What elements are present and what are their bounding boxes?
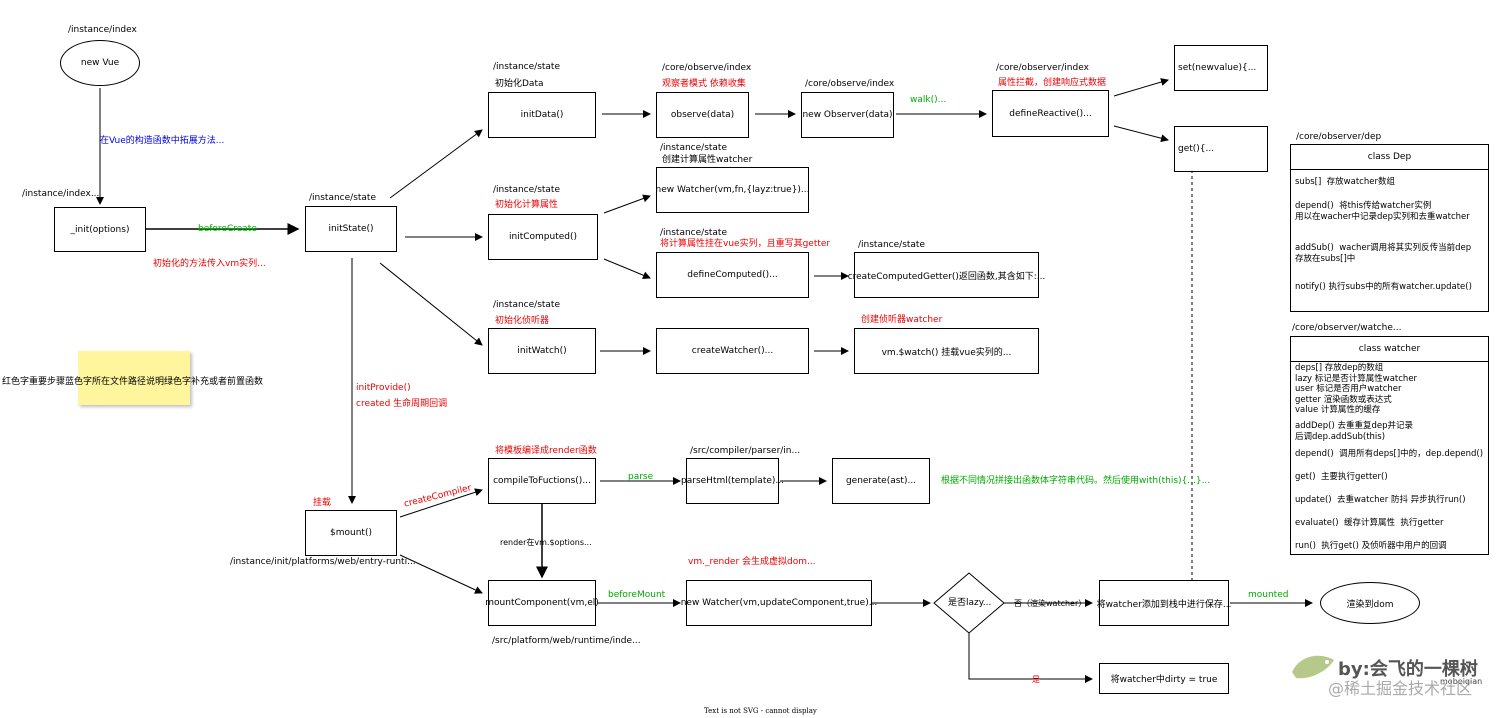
path-state-data: /instance/state <box>493 62 560 72</box>
path-observer: /core/observe/index <box>805 79 895 89</box>
watermark-main: by:会飞的一棵树 <box>1338 659 1478 680</box>
path-runtime: /src/platform/web/runtime/inde... <box>492 636 641 646</box>
arrow-computed-define <box>603 258 651 280</box>
panel-watcher-title: class watcher <box>1291 337 1488 362</box>
node-init-watch[interactable]: initWatch() <box>488 328 596 374</box>
node-vm-watch[interactable]: vm.$watch() 挂载vue实列的... <box>854 328 1039 374</box>
path-state-watch: /instance/state <box>493 300 560 310</box>
path-observer-2: /core/observer/index <box>996 63 1089 73</box>
watcher-row: update() 去重watcher 防抖 异步执行run() <box>1295 495 1466 505</box>
arrow-computed-watcher <box>603 194 651 214</box>
label-vm-render: vm._render 会生成虚拟dom... <box>688 557 816 567</box>
path-instance-index: /instance/index <box>68 25 137 35</box>
decision-diamond <box>933 572 1005 634</box>
node-compile-to-functions[interactable]: compileToFuctions()... <box>488 458 596 504</box>
svg-warning: Text is not SVG - cannot display <box>704 707 817 715</box>
dep-row: addSub() wacher调用将其实列反传当前dep 存放在subs[]中 <box>1295 243 1472 264</box>
label-computed-title: 初始化计算属性 <box>495 200 559 210</box>
label-create-watcher-desc: 创建侦听器watcher <box>861 315 943 325</box>
arrow-lazy-dirty <box>968 633 1093 683</box>
label-created: created 生命周期回调 <box>356 399 448 409</box>
label-walk: walk()... <box>910 95 947 105</box>
node-push-watcher[interactable]: 将watcher添加到栈中进行保存... <box>1097 580 1231 626</box>
path-instance-index-2: /instance/index... <box>22 189 100 199</box>
dep-row: notify() 执行subs中的所有watcher.update() <box>1295 282 1472 292</box>
dep-row: depend() 将this传给watcher实例 用以在wacher中记录de… <box>1295 201 1470 222</box>
node-new-watcher-update[interactable]: new Watcher(vm,updateComponent,true)... <box>681 580 877 626</box>
watermark-sub: mobeiqian <box>1440 677 1483 686</box>
node-generate[interactable]: generate(ast)... <box>832 458 930 504</box>
label-watcher-desc: 创建计算属性watcher <box>662 155 753 165</box>
node-define-reactive[interactable]: defineReactive()... <box>992 90 1109 137</box>
legend-text: 红色字重要步骤蓝色字所在文件路径说明绿色字补充或者前置函数 <box>2 377 264 387</box>
arrow-mount-component <box>399 554 483 594</box>
label-init-desc: 初始化的方法传入vm实列... <box>153 259 266 269</box>
node-mount-component[interactable]: mountComponent(vm,el) <box>485 580 599 626</box>
path-instance-state-main: /instance/state <box>309 193 376 203</box>
label-define-computed-desc: 将计算属性挂在vue实列，且重写其getter <box>660 239 831 249</box>
arrow-state-data <box>389 129 483 199</box>
node-init[interactable]: _init(options) <box>54 207 146 252</box>
node-parse-html[interactable]: parseHtml(template)... <box>681 458 784 504</box>
node-init-state[interactable]: initState() <box>305 206 397 252</box>
path-watcher-class: /core/observer/watche... <box>1292 323 1402 333</box>
label-mount-title: 挂载 <box>313 498 332 508</box>
node-mount[interactable]: $mount() <box>305 510 397 556</box>
watcher-row: deps[] 存放dep的数组 lazy 标记是否计算属性watcher use… <box>1295 363 1418 415</box>
label-vue-ext: 在Vue的构造函数中拓展方法... <box>100 136 225 146</box>
label-generate-desc: 根据不同情况拼接出函数体字符串代码。然后使用with(this){...}... <box>941 476 1211 486</box>
watcher-row: get() 主要执行getter() <box>1295 472 1388 482</box>
node-new-watcher-lazy[interactable]: new Watcher(vm,fn,{layz:true})... <box>655 167 810 213</box>
node-render-dom[interactable]: 渲染到dom <box>1320 582 1420 624</box>
label-no-branch: 否（渲染watcher） <box>1014 599 1087 608</box>
path-parser: /src/compiler/parser/in... <box>690 446 801 456</box>
node-new-vue[interactable]: new Vue <box>60 40 140 86</box>
watcher-row: depend() 调用所有deps[]中的，dep.depend() <box>1295 449 1484 459</box>
label-yes-branch: 是 <box>1032 675 1040 684</box>
node-create-computed-getter[interactable]: createComputedGetter()返回函数,其含如下:... <box>848 252 1045 298</box>
label-observe-desc: 观察者模式 依赖收集 <box>662 79 746 89</box>
label-mounted: mounted <box>1248 590 1289 600</box>
arrow-mount-compile <box>399 488 483 518</box>
label-watch-title: 初始化侦听器 <box>495 316 550 326</box>
node-observe[interactable]: observe(data) <box>656 92 749 138</box>
path-observe: /core/observe/index <box>662 63 752 73</box>
watcher-row: run() 执行get() 及侦听器中用户的回调 <box>1295 541 1447 551</box>
path-getter: /instance/state <box>858 240 925 250</box>
path-entry: /instance/init/platforms/web/entry-runti… <box>230 557 416 567</box>
path-define-computed: /instance/state <box>660 228 727 238</box>
node-get[interactable]: get(){... <box>1174 126 1268 172</box>
watcher-row: evaluate() 缓存计算属性 执行getter <box>1295 518 1444 528</box>
path-watcher: /instance/state <box>660 143 727 153</box>
path-state-computed: /instance/state <box>493 185 560 195</box>
node-init-data[interactable]: initData() <box>488 92 596 138</box>
arrow-state-watch <box>379 262 483 346</box>
label-render-options: render在vm.$options... <box>500 538 592 547</box>
label-before-create: beforeCreate <box>198 224 257 234</box>
label-before-mount: beforeMount <box>608 590 666 600</box>
panel-dep-title: class Dep <box>1291 145 1488 170</box>
label-init-data-title: 初始化Data <box>495 79 544 89</box>
node-new-observer[interactable]: new Observer(data) <box>801 92 894 138</box>
node-init-computed[interactable]: initComputed() <box>488 214 598 260</box>
label-parse: parse <box>628 472 654 482</box>
panel-class-dep: class Dep subs[] 存放watcher数组 depend() 将t… <box>1290 144 1489 312</box>
node-create-watcher[interactable]: createWatcher()... <box>656 328 809 374</box>
node-define-computed[interactable]: defineComputed()... <box>656 252 809 298</box>
node-set[interactable]: set(newvalue){... <box>1174 45 1268 91</box>
label-compile-desc: 将模板编译成render函数 <box>495 446 597 456</box>
arrow-reactive-set <box>1113 78 1169 97</box>
arrow-reactive-get <box>1113 125 1169 143</box>
node-set-dirty[interactable]: 将watcher中dirty = true <box>1099 663 1229 694</box>
label-init-provide: initProvide() <box>356 383 411 393</box>
sticky-note <box>78 351 190 405</box>
label-reactive-desc: 属性拦截，创建响应式数据 <box>998 78 1107 88</box>
watermark-site: @稀土掘金技术社区 <box>1328 679 1473 698</box>
dep-row: subs[] 存放watcher数组 <box>1295 177 1395 187</box>
panel-class-watcher: class watcher deps[] 存放dep的数组 lazy 标记是否计… <box>1290 336 1489 555</box>
path-dep: /core/observer/dep <box>1296 132 1382 142</box>
node-is-lazy[interactable]: 是否lazy... <box>948 598 992 608</box>
watcher-row: addDep() 去重重复dep并记录 后调dep.addSub(this) <box>1295 421 1414 442</box>
